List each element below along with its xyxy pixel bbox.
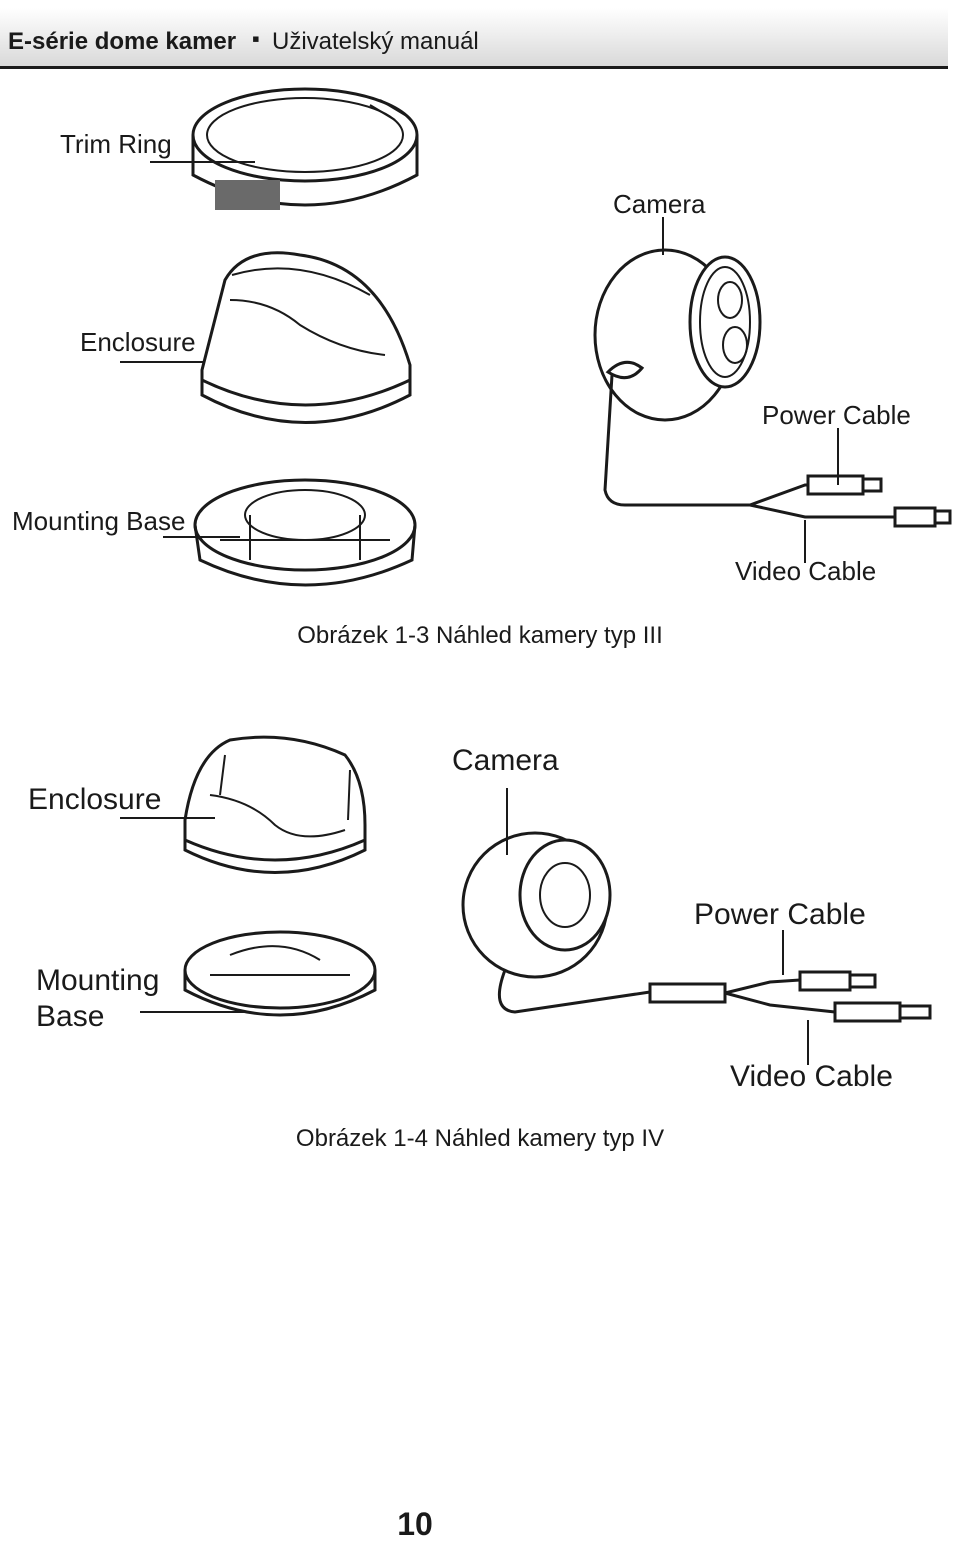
label-camera: Camera [613,189,706,219]
label-power-cable: Power Cable [762,400,911,430]
label-trim-ring: Trim Ring [60,129,172,159]
figure-1-4-caption: Obrázek 1-4 Náhled kamery typ IV [295,1125,665,1152]
mounting-base-drawing [193,478,417,587]
label-enclosure: Enclosure [80,327,196,357]
enclosure-drawing [200,251,412,424]
camera-iv-drawing [461,831,612,979]
figure-1-4-leader-lines [120,788,809,1065]
figure-1-4: Enclosure Camera Power Cable Mounting Ba… [0,700,960,1170]
label-mounting-iv: Mounting [36,964,160,997]
figure-1-3-leader-lines [120,161,839,563]
page-number: 10 [397,1506,433,1542]
figure-1-3-drawing [120,87,952,587]
camera-iv-cables-drawing [497,969,932,1023]
label-video-cable: Video Cable [735,556,877,586]
page-header: E-série dome kamer ▪ Uživatelský manuál [0,8,948,69]
label-video-cable-iv: Video Cable [730,1060,893,1093]
camera-iii-cables-drawing [603,374,952,528]
header-series-title: E-série dome kamer [8,28,237,55]
label-base-iv: Base [36,1000,105,1033]
figure-1-4-drawing [120,735,932,1065]
header-separator: ▪ [252,26,260,51]
figure-1-3-caption: Obrázek 1-3 Náhled kamery typ III [297,622,663,649]
label-power-cable-iv: Power Cable [694,898,866,931]
label-mounting-base: Mounting Base [12,506,186,536]
label-camera-iv: Camera [452,744,559,777]
enclosure-iv-drawing [183,735,367,874]
camera-iii-drawing [593,248,762,422]
header-manual-title: Uživatelský manuál [272,28,479,55]
trim-ring-drawing [191,87,419,210]
mounting-base-iv-drawing [183,930,377,1017]
label-enclosure-iv: Enclosure [28,783,162,816]
figure-1-3: Trim Ring Camera Enclosure Power Cable M… [0,0,960,660]
